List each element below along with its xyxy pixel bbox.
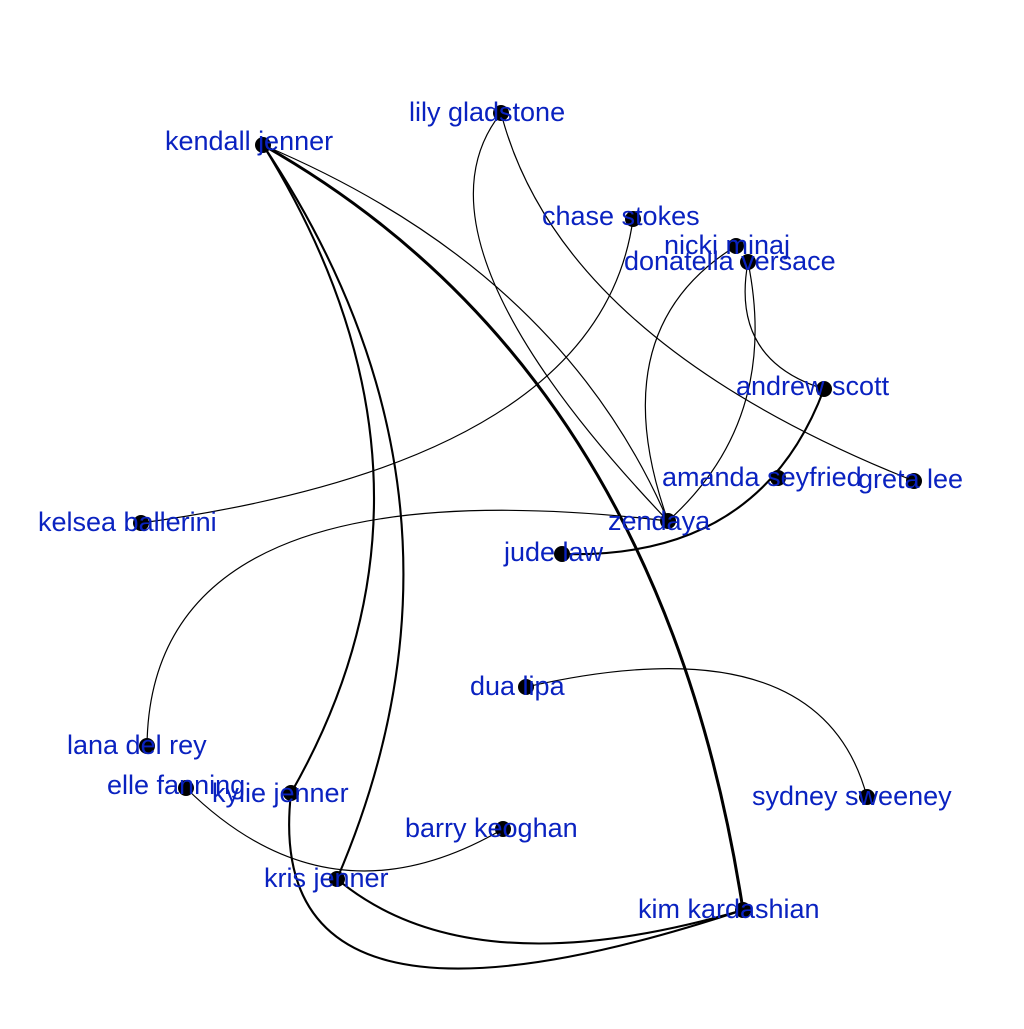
node-jude[interactable] [554, 546, 570, 562]
edge-elle-barry [185, 787, 504, 872]
node-barry[interactable] [495, 821, 511, 837]
edge-kris-kim [336, 878, 744, 945]
node-label-jude: jude law [503, 537, 604, 567]
node-chase[interactable] [625, 211, 641, 227]
node-label-sydney: sydney sweeney [752, 781, 952, 811]
edge-zendaya-lana [146, 509, 669, 747]
node-label-amanda: amanda seyfried [662, 462, 862, 492]
edge-lily-greta [500, 112, 915, 482]
edge-chase-kelsea [140, 218, 634, 524]
node-kim[interactable] [735, 902, 751, 918]
node-dua[interactable] [518, 679, 534, 695]
node-sydney[interactable] [859, 789, 875, 805]
edge-andrew-jude [561, 388, 825, 556]
edge-kendall-kylie [262, 144, 375, 794]
edge-donatella-andrew [744, 261, 825, 390]
node-layer [133, 105, 922, 918]
node-label-zendaya: zendaya [608, 506, 711, 536]
node-label-kim: kim kardashian [638, 894, 820, 924]
node-kendall[interactable] [255, 137, 271, 153]
label-layer: kendall jenner lily gladstone chase stokes… [38, 97, 963, 924]
node-zendaya[interactable] [660, 513, 676, 529]
node-kris[interactable] [329, 871, 345, 887]
node-nicki[interactable] [728, 238, 744, 254]
node-lana[interactable] [139, 738, 155, 754]
edge-kylie-kim [288, 792, 744, 970]
node-label-donatella: donatella versace [624, 246, 836, 276]
node-kylie[interactable] [283, 785, 299, 801]
edge-layer [140, 112, 915, 970]
node-label-lana: lana del rey [67, 730, 207, 760]
node-label-chase: chase stokes [542, 201, 700, 231]
edge-dua-sydney [525, 668, 868, 798]
node-lily[interactable] [493, 105, 509, 121]
node-label-elle: elle fanning [107, 770, 245, 800]
node-label-barry: barry keoghan [405, 813, 578, 843]
node-label-kris: kris jenner [264, 863, 389, 893]
node-amanda[interactable] [770, 470, 786, 486]
edge-kendall-zendaya [262, 144, 669, 522]
node-label-kelsea: kelsea ballerini [38, 507, 217, 537]
node-label-lily: lily gladstone [409, 97, 565, 127]
edge-lily-zendaya [472, 112, 669, 522]
node-label-nicki: nicki minaj [664, 230, 790, 260]
edge-donatella-zendaya [667, 261, 756, 522]
node-greta[interactable] [906, 473, 922, 489]
edge-kendall-kris [262, 144, 405, 880]
node-andrew[interactable] [816, 381, 832, 397]
node-label-andrew: andrew scott [736, 371, 890, 401]
node-elle[interactable] [178, 780, 194, 796]
edge-kendall-kim [262, 143, 745, 911]
node-label-dua: dua lipa [470, 671, 566, 701]
node-label-greta: greta lee [858, 464, 963, 494]
node-label-kylie: kylie jenner [212, 778, 349, 808]
node-donatella[interactable] [740, 254, 756, 270]
edge-nicki-zendaya [644, 245, 737, 522]
node-label-kendall: kendall jenner [165, 126, 333, 156]
node-kelsea[interactable] [133, 515, 149, 531]
